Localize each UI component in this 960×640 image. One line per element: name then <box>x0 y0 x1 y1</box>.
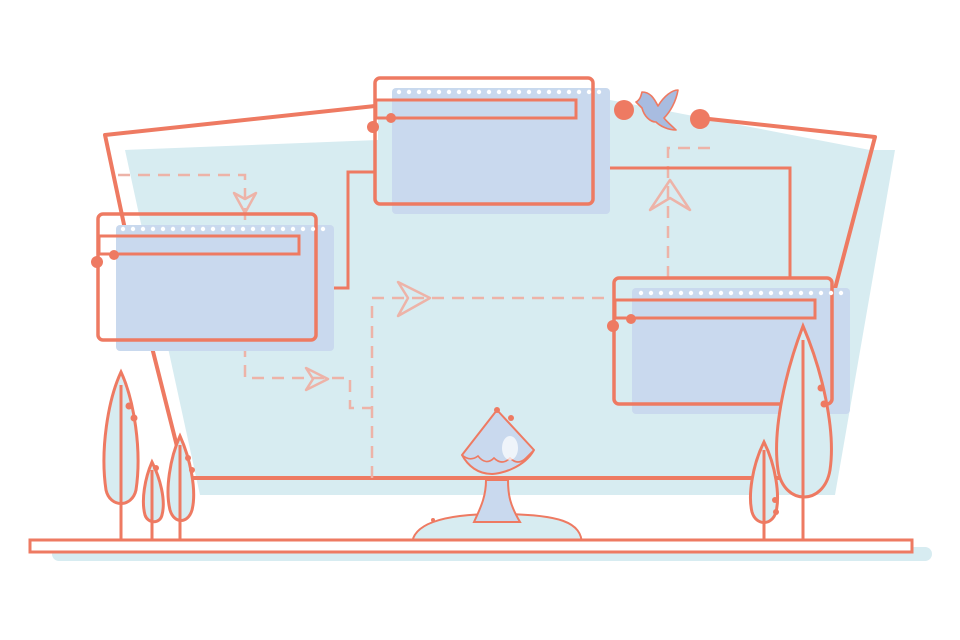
window-dots <box>120 226 326 232</box>
tree-icon <box>141 458 165 540</box>
bird-icon <box>614 89 710 131</box>
window-dots <box>396 89 602 95</box>
arrow-up-icon <box>648 178 692 212</box>
tree-icon <box>749 438 779 540</box>
tree-icon <box>102 368 140 540</box>
window-dots <box>638 290 844 296</box>
joystick-icon <box>410 407 584 546</box>
ground-line <box>28 538 914 554</box>
screen-outline-right <box>699 116 877 301</box>
arrow-right-icon <box>304 366 330 392</box>
arrow-right-icon <box>396 280 432 318</box>
arrow-down-icon <box>232 191 258 215</box>
window-left <box>91 212 334 351</box>
tree-icon <box>166 432 196 540</box>
tree-icon <box>775 322 833 540</box>
window-top <box>367 76 610 214</box>
